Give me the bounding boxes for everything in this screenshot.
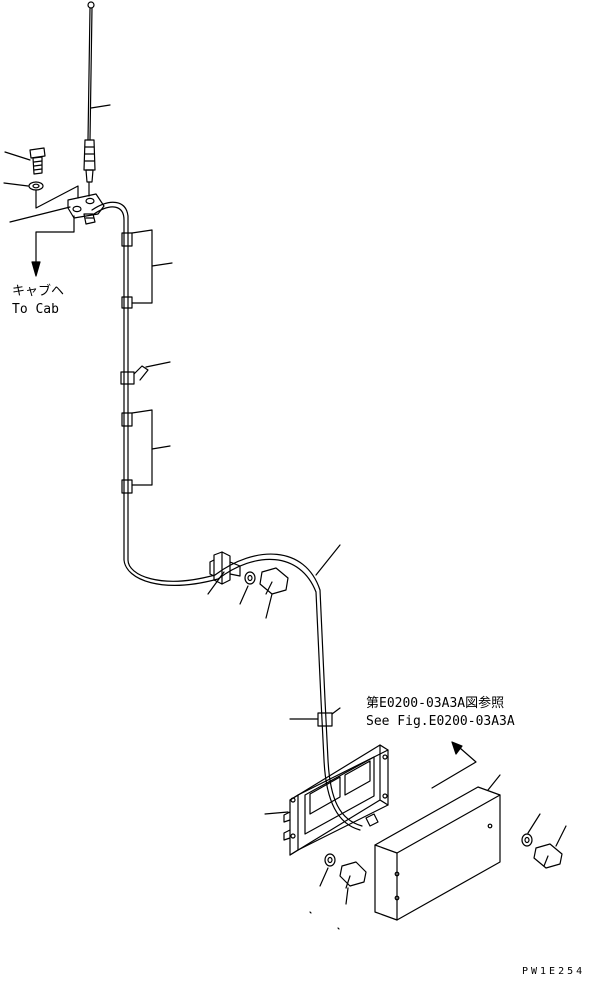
bolt-mid bbox=[259, 567, 289, 595]
assembly-line bbox=[35, 185, 79, 209]
cable-clamp-2 bbox=[317, 707, 341, 727]
to-cab-label-en: To Cab bbox=[12, 302, 59, 317]
antenna-bracket bbox=[9, 193, 105, 223]
tape-1-leader bbox=[151, 262, 173, 267]
washer-right bbox=[521, 833, 533, 847]
radio-connector bbox=[365, 813, 379, 827]
antenna bbox=[83, 1, 96, 197]
to-cab-arrow bbox=[31, 215, 75, 277]
bolt-right bbox=[533, 843, 563, 869]
washer-upper-left bbox=[28, 181, 44, 191]
washer-lower-leader bbox=[319, 867, 329, 887]
bolt-leader bbox=[4, 151, 31, 161]
clamp-1-leader bbox=[145, 361, 171, 368]
drawing-code: PW1E254 bbox=[522, 966, 586, 977]
bolt-lower-leader bbox=[345, 887, 349, 905]
bolt-upper-left bbox=[29, 147, 46, 175]
bolt-mid-leader bbox=[265, 593, 273, 619]
cover-leader bbox=[487, 774, 501, 791]
cover-box bbox=[374, 786, 501, 921]
cable-leader bbox=[315, 544, 341, 576]
washer-lower bbox=[324, 853, 336, 867]
radio-unit bbox=[283, 744, 389, 856]
bolt-lower bbox=[339, 861, 367, 889]
reference-label-en: See Fig.E0200-03A3A bbox=[366, 714, 515, 729]
cable-connector-nut bbox=[83, 213, 96, 225]
reference-arrow bbox=[431, 741, 477, 789]
washer-mid-leader bbox=[239, 585, 249, 605]
bolt-right-leader bbox=[555, 825, 567, 847]
tape-2-leader bbox=[151, 445, 171, 450]
cable-tape-2 bbox=[121, 409, 153, 494]
clip-leader bbox=[207, 571, 225, 595]
cable-clamp-1 bbox=[120, 365, 149, 385]
cable-clip-bracket bbox=[209, 551, 241, 585]
washer-leader bbox=[3, 182, 29, 187]
antenna-leader bbox=[90, 104, 111, 109]
to-cab-label-jp: キャブヘ bbox=[12, 284, 65, 299]
mark-dot-2 bbox=[337, 927, 340, 930]
reference-label-jp: 第E0200-03A3A図参照 bbox=[366, 696, 505, 711]
cable-tape-1 bbox=[121, 229, 153, 309]
antenna-cable bbox=[91, 201, 363, 831]
washer-mid bbox=[244, 571, 256, 585]
radio-leader bbox=[264, 811, 289, 815]
washer-right-leader bbox=[527, 813, 541, 834]
mark-dot-1 bbox=[309, 911, 312, 914]
